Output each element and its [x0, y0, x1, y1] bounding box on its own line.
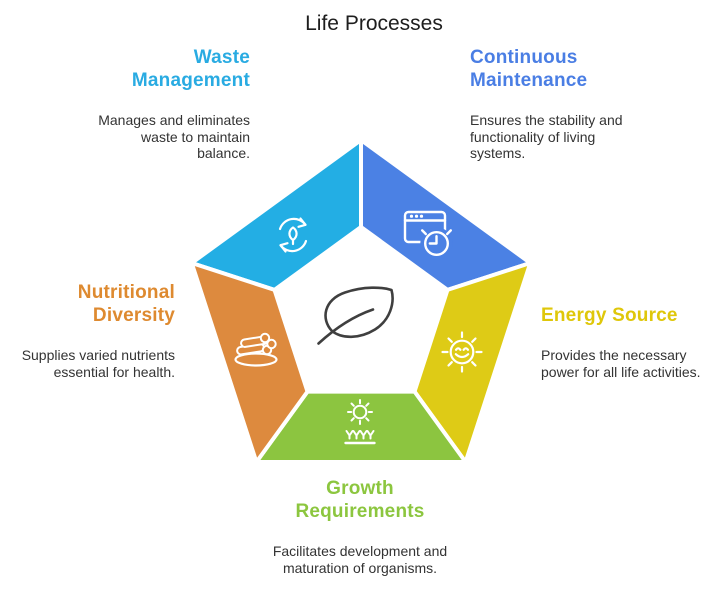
food-plate-icon — [234, 332, 278, 367]
page-title: Life Processes — [305, 12, 443, 35]
segment-title: Waste Management — [131, 47, 250, 91]
recycle-leaf-icon — [278, 217, 308, 253]
segment-shape-waste-management — [189, 138, 363, 292]
segment-description: Ensures the stability and functionality … — [470, 112, 623, 161]
leaf-icon — [317, 286, 394, 345]
segment-title: Energy Source — [541, 305, 678, 326]
segment-description: Supplies varied nutrients essential for … — [21, 347, 175, 380]
segment-label-continuous-maintenance: Continuous Maintenance Ensures the stabi… — [470, 46, 645, 162]
segment-description: Manages and eliminates waste to maintain… — [98, 112, 250, 161]
segment-title: Nutritional Diversity — [77, 282, 175, 326]
segment-title: Growth Requirements — [295, 478, 425, 522]
segment-label-energy-source: Energy Source Provides the necessary pow… — [541, 304, 711, 380]
segment-label-nutritional-diversity: Nutritional Diversity Supplies varied nu… — [0, 281, 175, 380]
segment-label-growth-requirements: Growth Requirements Facilitates developm… — [270, 477, 450, 576]
window-clock-icon — [403, 210, 453, 260]
sprout-sun-icon — [344, 399, 376, 445]
segment-description: Provides the necessary power for all lif… — [541, 347, 701, 380]
sun-smiley-icon — [441, 331, 483, 373]
segment-shape-nutritional-diversity — [189, 261, 310, 464]
segment-label-waste-management: Waste Management Manages and eliminates … — [85, 46, 250, 162]
segment-description: Facilitates development and maturation o… — [272, 543, 448, 576]
segment-title: Continuous Maintenance — [470, 47, 588, 91]
